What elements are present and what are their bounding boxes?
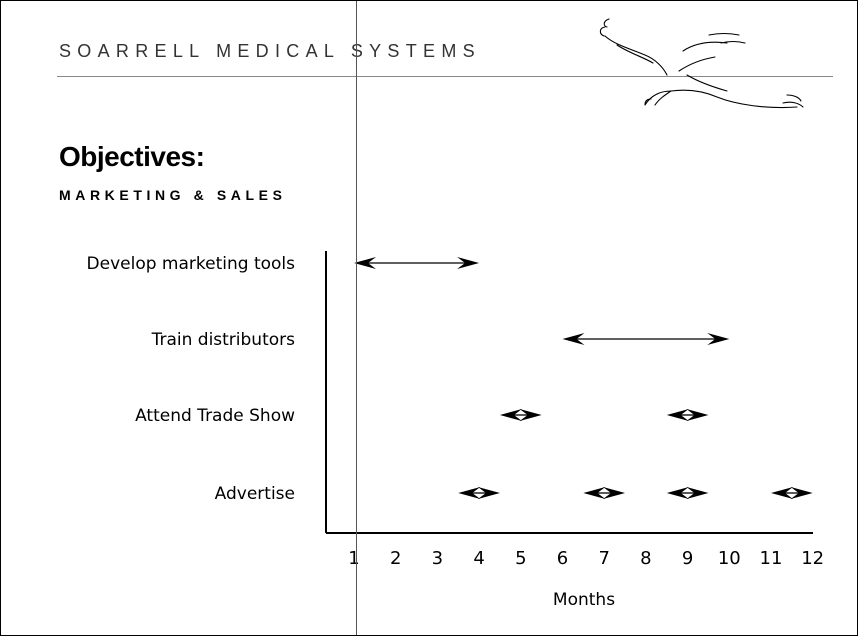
x-tick-label: 7 [598,548,609,569]
task-arrow-head-right [477,487,500,499]
soaring-bird-icon [599,18,804,109]
x-tick-label: 2 [390,548,401,569]
task-arrow-head-left [771,487,793,499]
vertical-guide-line [356,1,357,635]
x-tick-label: 8 [640,548,651,569]
task-arrow-head-right [707,333,730,345]
company-name: SOARRELL MEDICAL SYSTEMS [59,41,481,61]
task-arrow-head-right [603,487,626,499]
task-arrow-head-left [562,333,585,345]
task-arrow-head-right [457,257,480,269]
x-tick-label: 6 [557,548,568,569]
task-arrow-head-left [666,487,689,499]
page-title: Objectives: [59,141,205,172]
x-tick-label: 5 [515,548,526,569]
page-subtitle: MARKETING & SALES [59,187,287,203]
x-tick-label: 12 [801,548,824,569]
x-tick-label: 4 [473,548,484,569]
x-tick-label: 9 [682,548,693,569]
category-label: Develop marketing tools [87,254,296,274]
x-tick-label: 11 [760,548,783,569]
category-label: Advertise [215,484,295,504]
task-arrow-head-left [458,487,481,499]
x-tick-label: 3 [432,548,443,569]
x-axis-title: Months [553,590,615,610]
task-arrow-head-left [666,409,689,421]
task-arrow-head-right [519,409,542,421]
x-tick-label: 1 [348,548,359,569]
task-arrow-head-right [686,487,709,499]
task-arrow-head-left [583,487,606,499]
category-label: Attend Trade Show [135,406,295,426]
x-tick-label: 10 [718,548,741,569]
task-arrow-head-right [686,409,709,421]
category-label: Train distributors [151,330,296,350]
task-arrow-head-left [499,409,522,421]
header-rule [57,76,833,77]
task-arrow-head-left [354,257,376,269]
task-arrow-head-right [790,487,813,499]
